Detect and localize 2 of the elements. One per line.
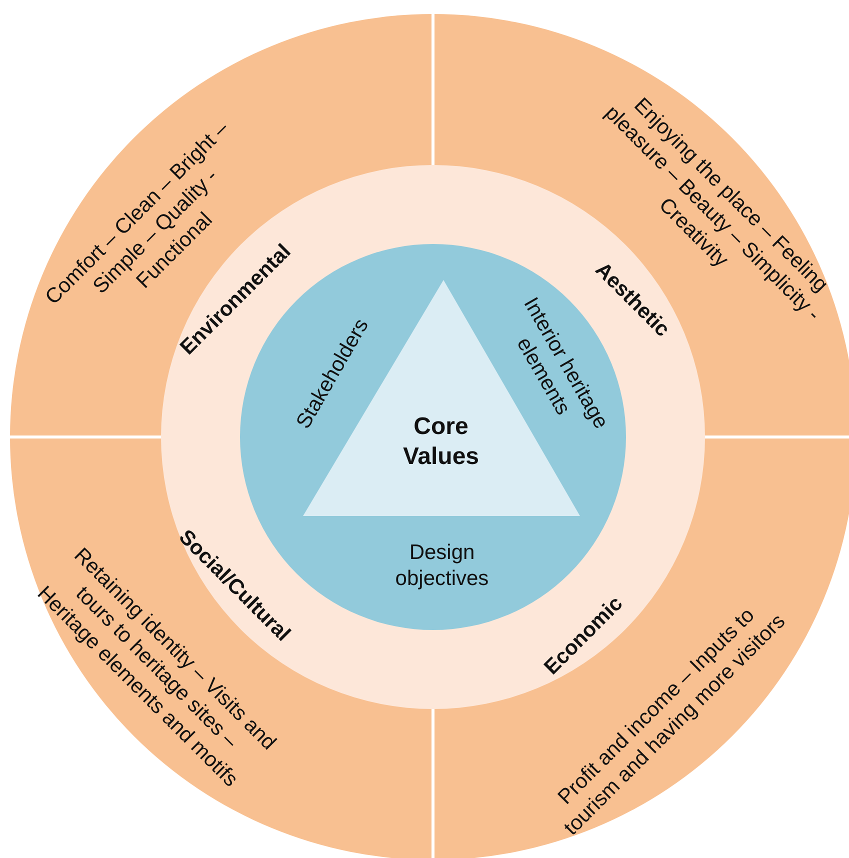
element-label: Design objectives [394, 540, 490, 592]
core-label: Core Values [402, 412, 480, 472]
